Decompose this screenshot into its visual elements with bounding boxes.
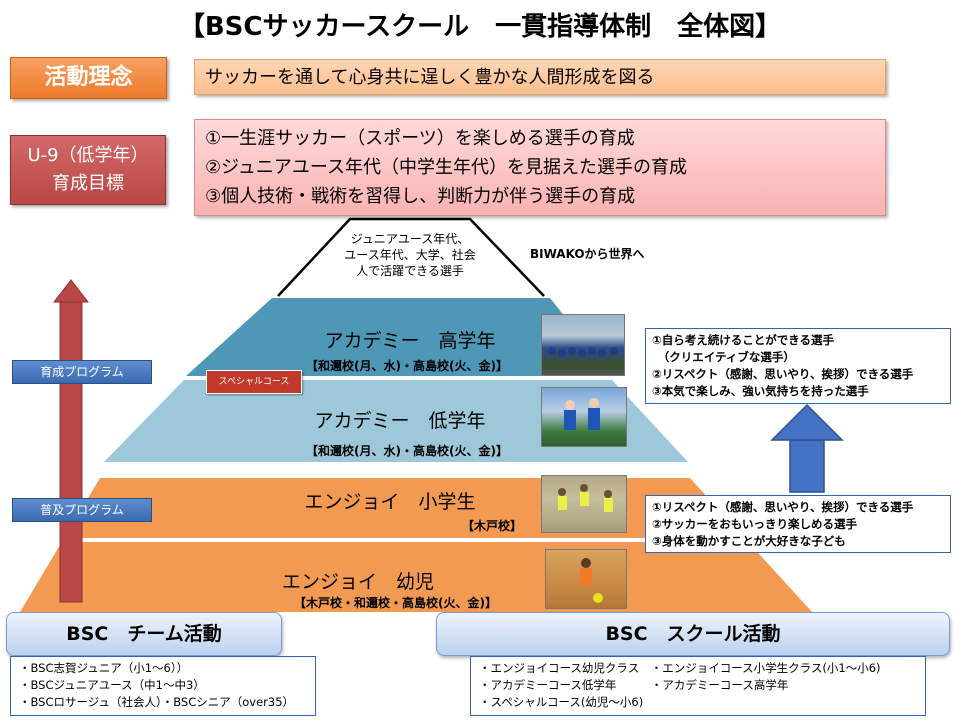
- academy-low-photo: [541, 387, 627, 447]
- tier-academy-high: [186, 298, 612, 376]
- players-photo-icon: [564, 398, 600, 430]
- growth-arrow-head: [52, 279, 90, 303]
- apex-line: 人で活躍できる選手: [356, 264, 464, 278]
- tier-academy-high-venues: 【和邇校(月、水)・高島校(火、金)】: [306, 359, 508, 373]
- lower-player-traits: ①リスペクト（感謝、思いやり、挨拶）できる選手 ②サッカーをおもいっきり楽しめる…: [645, 495, 951, 553]
- enjoy-elementary-photo: [541, 475, 627, 533]
- team-activity-item: ・BSCジュニアユース（中1～中3）: [19, 678, 205, 692]
- team-photo-icon: [548, 347, 618, 357]
- tier-enjoy-kids-label: エンジョイ 幼児: [281, 571, 434, 593]
- philosophy-label-text: 活動理念: [44, 65, 133, 90]
- goals-label-line2: 育成目標: [52, 173, 124, 194]
- goals-box: ①一生涯サッカー（スポーツ）を楽しめる選手の育成 ②ジュニアユース年代（中学生年…: [194, 119, 886, 216]
- goal-item: ③個人技術・戦術を習得し、判断力が伴う選手の育成: [205, 186, 636, 207]
- tier-academy-high-label: アカデミー 高学年: [324, 330, 496, 352]
- trait-item: ②リスペクト（感謝、思いやり、挨拶）できる選手: [652, 367, 914, 381]
- school-activity-item: ・スペシャルコース(幼児～小6): [479, 695, 644, 709]
- trait-item: ①リスペクト（感謝、思いやり、挨拶）できる選手: [652, 500, 914, 514]
- enjoy-kids-photo: [545, 549, 627, 609]
- apex-line: ユース年代、大学、社会: [344, 248, 476, 262]
- popularization-program-tag: 普及プログラム: [12, 498, 152, 522]
- team-activity-item: ・BSCロサージュ（社会人）・BSCシニア（over35）: [19, 695, 295, 709]
- tier-academy-low-label: アカデミー 低学年: [314, 410, 486, 432]
- school-activity-item: ・エンジョイコース幼児クラス ・エンジョイコース小学生クラス(小1～小6): [479, 661, 881, 675]
- team-activity-list: ・BSC志賀ジュニア（小1～6）） ・BSCジュニアユース（中1～中3） ・BS…: [10, 656, 316, 716]
- philosophy-text: サッカーを通して心身共に逞しく豊かな人間形成を図る: [205, 67, 655, 88]
- trait-item: ①自ら考え続けることができる選手: [652, 333, 835, 347]
- upper-player-traits: ①自ら考え続けることができる選手 （クリエイティブな選手） ②リスペクト（感謝、…: [645, 328, 951, 404]
- philosophy-box: サッカーを通して心身共に逞しく豊かな人間形成を図る: [194, 59, 886, 95]
- child-photo-icon: [580, 558, 603, 603]
- page-title: 【BSCサッカースクール 一貫指導体制 全体図】: [178, 12, 782, 42]
- kids-photo-icon: [558, 484, 613, 512]
- development-program-tag: 育成プログラム: [12, 360, 152, 384]
- goal-item: ①一生涯サッカー（スポーツ）を楽しめる選手の育成: [205, 128, 635, 149]
- school-activity-list: ・エンジョイコース幼児クラス ・エンジョイコース小学生クラス(小1～小6) ・ア…: [470, 656, 926, 716]
- goals-label: U-9（低学年） 育成目標: [10, 135, 166, 205]
- trait-item: （クリエイティブな選手）: [652, 350, 795, 364]
- apex-outline: [277, 217, 545, 297]
- trait-item: ②サッカーをおもいっきり楽しめる選手: [652, 517, 858, 531]
- apex-line: ジュニアユース年代、: [350, 232, 470, 246]
- upward-arrow-head: [770, 403, 844, 441]
- school-activity-header: BSC スクール活動: [436, 612, 950, 656]
- upward-arrow-shaft: [789, 439, 825, 493]
- tier-academy-low-venues: 【和邇校(月、水)・高島校(火、金)】: [306, 444, 508, 458]
- academy-high-photo: [541, 314, 625, 376]
- goals-label-line1: U-9（低学年）: [27, 145, 149, 166]
- tier-enjoy-elementary-venues: 【木戸校】: [462, 519, 523, 533]
- apex-text: ジュニアユース年代、 ユース年代、大学、社会 人で活躍できる選手: [320, 231, 500, 279]
- growth-arrow-shaft: [59, 301, 83, 603]
- school-activity-item: ・アカデミーコース低学年 ・アカデミーコース高学年: [479, 678, 789, 692]
- tier-enjoy-elementary-label: エンジョイ 小学生: [304, 491, 476, 513]
- goal-item: ②ジュニアユース年代（中学生年代）を見据えた選手の育成: [205, 157, 687, 178]
- tier-enjoy-kids-venues: 【木戸校・和邇校・高島校(火、金)】: [294, 596, 497, 610]
- trait-item: ③本気で楽しみ、強い気持ちを持った選手: [652, 384, 869, 398]
- philosophy-label: 活動理念: [10, 57, 167, 99]
- team-activity-header: BSC チーム活動: [6, 612, 282, 656]
- world-slogan: BIWAKOから世界へ: [530, 247, 645, 261]
- special-course-badge: スペシャルコース: [206, 370, 302, 394]
- team-activity-item: ・BSC志賀ジュニア（小1～6））: [19, 661, 189, 675]
- trait-item: ③身体を動かすことが大好きな子ども: [652, 534, 846, 548]
